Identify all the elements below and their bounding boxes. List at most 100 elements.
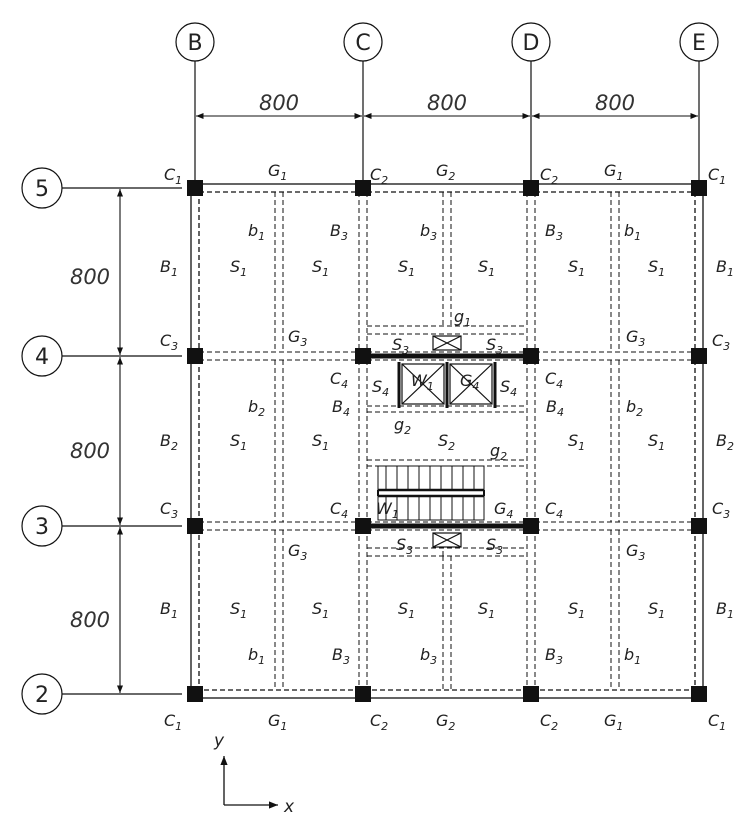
label-C4-row4-right: C4 xyxy=(545,369,563,391)
label-B2-right: B2 xyxy=(716,431,734,453)
label-C2-bot-d: C2 xyxy=(540,711,558,733)
label-G1-bot-right: G1 xyxy=(604,711,623,733)
elevator-left-x2 xyxy=(401,363,445,405)
axis-bubble-4 xyxy=(21,335,63,377)
label-S3-row3-right: S3 xyxy=(486,535,503,557)
column-E2 xyxy=(691,686,707,702)
column-C2 xyxy=(355,686,371,702)
label-b1-r1-right: b1 xyxy=(624,221,641,243)
label-G1-top-left: G1 xyxy=(268,161,287,183)
label-S2-center: S2 xyxy=(438,431,455,453)
elevator-core xyxy=(397,335,497,548)
dim-text-43: 800 xyxy=(70,439,110,463)
label-S4-left: S4 xyxy=(372,377,389,399)
label-S1-r1-6: S1 xyxy=(648,257,665,279)
label-S1-r1-3: S1 xyxy=(398,257,415,279)
label-S1-r3-6: S1 xyxy=(648,599,665,621)
column-D4 xyxy=(523,348,539,364)
label-C3-row3-left: C3 xyxy=(160,499,178,521)
dim-text-cd: 800 xyxy=(427,91,467,115)
label-g2-right: g2 xyxy=(490,441,507,463)
label-G3-row3-right: G3 xyxy=(626,541,645,563)
label-b1-r1-left: b1 xyxy=(248,221,265,243)
label-W1-lower: W1 xyxy=(376,499,399,521)
label-S1-r2-1: S1 xyxy=(230,431,247,453)
label-B1-r3-right: B1 xyxy=(716,599,734,621)
label-S1-r3-3: S1 xyxy=(398,599,415,621)
label-B2-left: B2 xyxy=(160,431,178,453)
axis-label-e: E xyxy=(692,31,706,56)
label-C2-top-d: C2 xyxy=(540,165,558,187)
label-B3-r3-right: B3 xyxy=(545,645,563,667)
label-S3-row4-right: S3 xyxy=(486,335,503,357)
axis-label-b: B xyxy=(187,31,202,56)
label-S1-r1-1: S1 xyxy=(230,257,247,279)
label-G3-row4-left: G3 xyxy=(288,327,307,349)
column-B4 xyxy=(187,348,203,364)
label-S4-right: S4 xyxy=(500,377,517,399)
column-B2 xyxy=(187,686,203,702)
stair xyxy=(377,465,485,521)
label-C2-bot-c: C2 xyxy=(370,711,388,733)
label-b2-right: b2 xyxy=(626,397,643,419)
elevator-right-x2 xyxy=(449,363,493,405)
column-E4 xyxy=(691,348,707,364)
label-B3-r1-left: B3 xyxy=(330,221,348,243)
label-S3-row3-left: S3 xyxy=(396,535,413,557)
label-G1-bot-left: G1 xyxy=(268,711,287,733)
label-C2-top-c: C2 xyxy=(370,165,388,187)
label-S1-r3-1: S1 xyxy=(230,599,247,621)
axis-label-2: 2 xyxy=(35,683,49,708)
interior-beams xyxy=(199,192,695,690)
dim-text-54: 800 xyxy=(70,265,110,289)
label-C1-top-right: C1 xyxy=(708,165,726,187)
label-b1-r3-left: b1 xyxy=(248,645,265,667)
label-S1-r1-2: S1 xyxy=(312,257,329,279)
column-C5 xyxy=(355,180,371,196)
label-C3-row3-right: C3 xyxy=(712,499,730,521)
label-B1-r3-left: B1 xyxy=(160,599,178,621)
label-G2-top: G2 xyxy=(436,161,455,183)
label-S1-r1-5: S1 xyxy=(568,257,585,279)
axis-bubble-c xyxy=(343,22,383,62)
label-b2-left: b2 xyxy=(248,397,265,419)
column-D2 xyxy=(523,686,539,702)
label-C3-row4-right: C3 xyxy=(712,331,730,353)
label-S1-r2-6: S1 xyxy=(648,431,665,453)
label-S1-r3-4: S1 xyxy=(478,599,495,621)
dim-text-32: 800 xyxy=(70,608,110,632)
label-S1-r3-5: S1 xyxy=(568,599,585,621)
label-S1-r2-5: S1 xyxy=(568,431,585,453)
column-axes xyxy=(175,22,719,182)
axis-bubble-3 xyxy=(21,505,63,547)
axis-label-3: 3 xyxy=(35,515,49,540)
column-B5 xyxy=(187,180,203,196)
label-C3-row4-left: C3 xyxy=(160,331,178,353)
label-B1-r1-right: B1 xyxy=(716,257,734,279)
vent-bottom-x2 xyxy=(432,532,462,548)
column-C4 xyxy=(355,348,371,364)
axis-bubble-5 xyxy=(21,167,63,209)
label-C4-row3-right: C4 xyxy=(545,499,563,521)
label-G3-row4-right: G3 xyxy=(626,327,645,349)
shear-walls xyxy=(363,353,531,529)
axis-label-d: D xyxy=(523,31,540,56)
label-C1-bot-left: C1 xyxy=(164,711,182,733)
column-D3 xyxy=(523,518,539,534)
column-E5 xyxy=(691,180,707,196)
label-g2-left: g2 xyxy=(394,415,411,437)
label-C1-bot-right: C1 xyxy=(708,711,726,733)
column-B3 xyxy=(187,518,203,534)
label-S1-r1-4: S1 xyxy=(478,257,495,279)
column-E3 xyxy=(691,518,707,534)
elevator-left xyxy=(401,363,445,405)
label-G2-bot: G2 xyxy=(436,711,455,733)
axis-bubble-d xyxy=(511,22,551,62)
label-S3-row4-left: S3 xyxy=(392,335,409,357)
columns xyxy=(187,180,707,702)
label-G1-top-right: G1 xyxy=(604,161,623,183)
label-B4-right: B4 xyxy=(546,397,564,419)
axis-label-4: 4 xyxy=(35,345,49,370)
column-C3 xyxy=(355,518,371,534)
